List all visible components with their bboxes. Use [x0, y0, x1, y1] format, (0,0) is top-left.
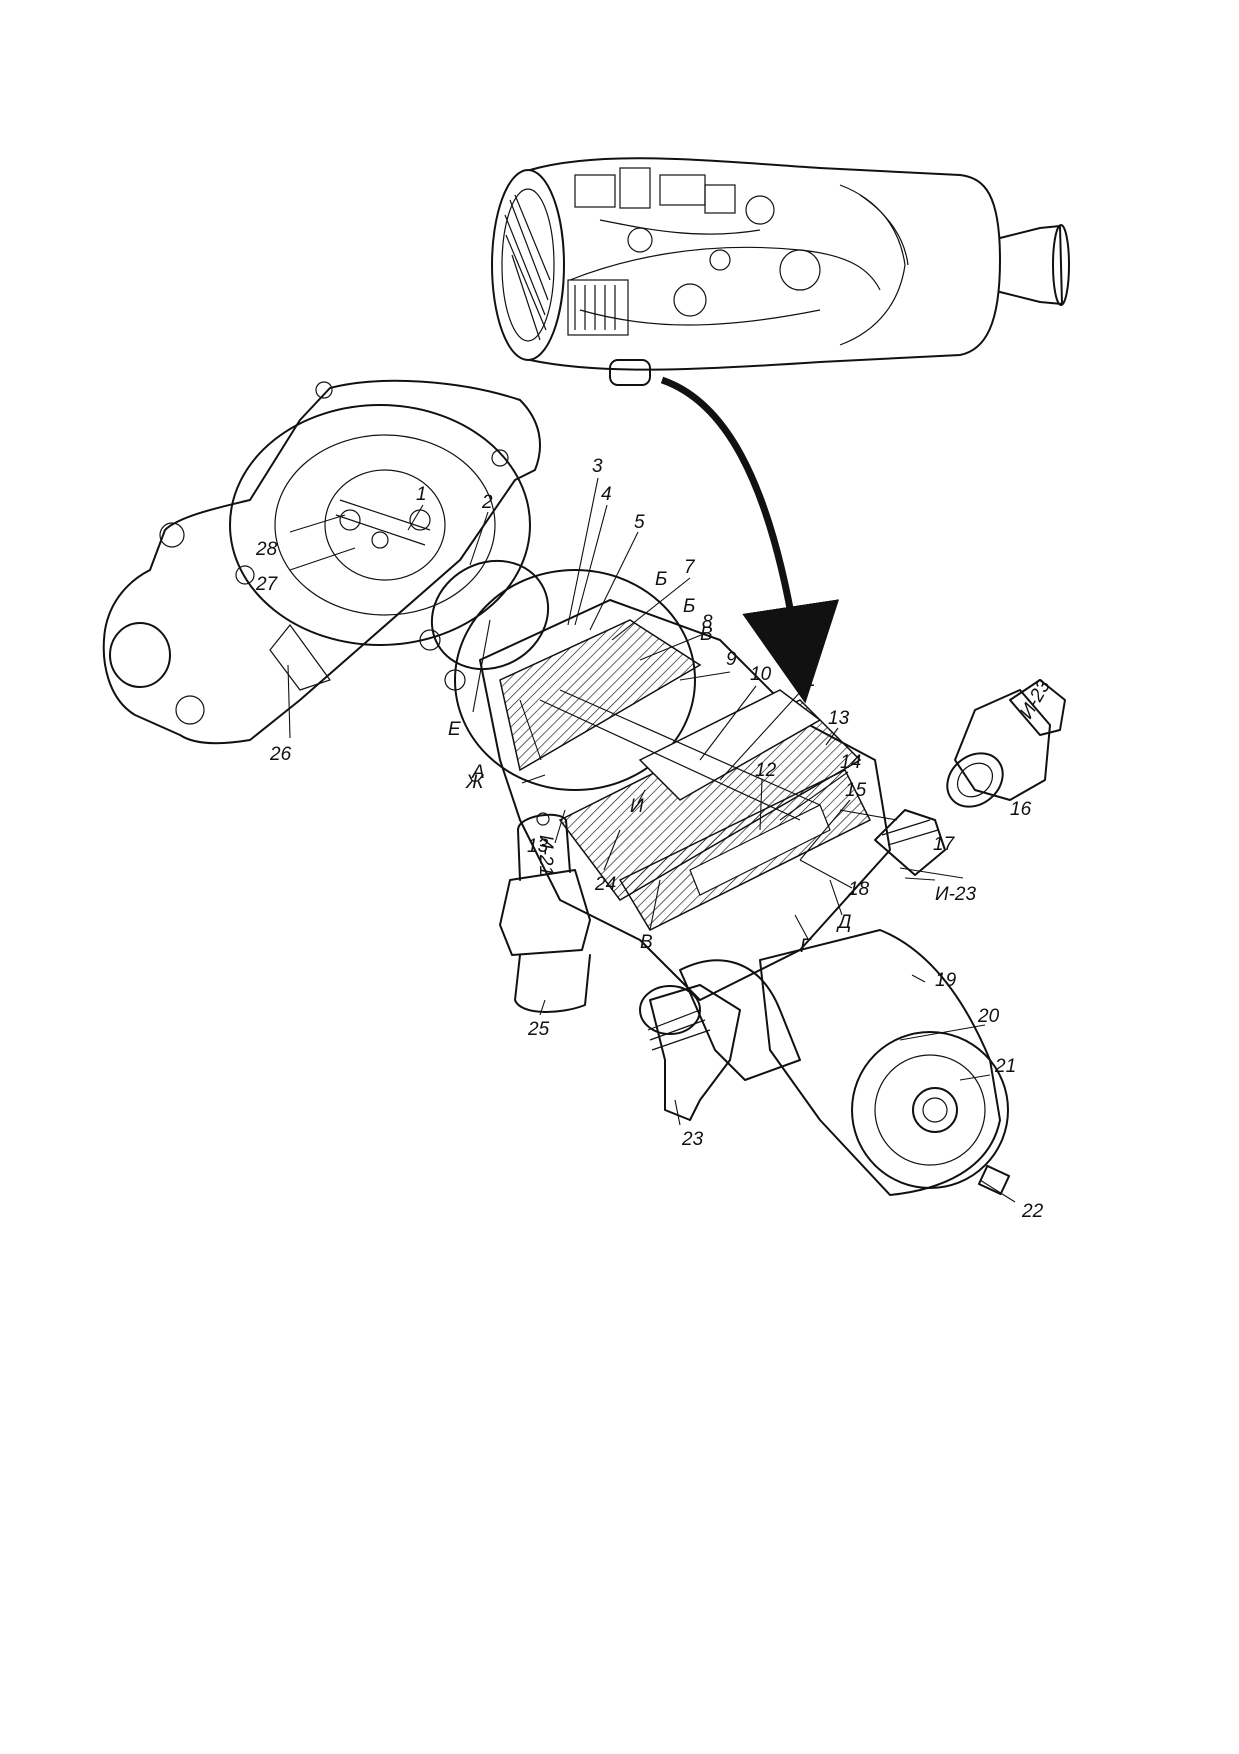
section-I-23: И-23 [935, 884, 976, 905]
section-V-lower: В [640, 932, 653, 953]
callout-12: 12 [755, 760, 777, 781]
callout-7: 7 [684, 557, 696, 578]
callout-2: 2 [481, 492, 493, 513]
callout-4: 4 [601, 484, 612, 505]
callout-3: 3 [592, 456, 603, 477]
seal-ring [430, 559, 550, 671]
plug-16: И-23 [946, 676, 1066, 808]
section-D: Д [836, 912, 851, 933]
callout-5: 5 [634, 512, 645, 533]
callout-13-left: 13 [527, 836, 549, 857]
section-B-lower: Б [683, 596, 695, 617]
callout-24: 24 [594, 874, 616, 895]
callout-27: 27 [255, 574, 279, 595]
leader-lines [287, 477, 1016, 1203]
callout-21: 21 [994, 1056, 1016, 1077]
section-E: Е [448, 719, 461, 740]
filter-cutaway [479, 599, 891, 1001]
callout-26: 26 [269, 744, 292, 765]
callout-18: 18 [848, 879, 870, 900]
callout-25: 25 [527, 1019, 550, 1040]
callout-17: 17 [933, 834, 956, 855]
pointer-arrow [660, 376, 840, 704]
callout-16: 16 [1010, 799, 1032, 820]
gearbox-housing [102, 379, 541, 745]
callout-13-right: 13 [828, 708, 850, 729]
callout-28: 28 [255, 539, 278, 560]
plug-25-marking: И-21 [535, 835, 556, 876]
callout-8: 8 [702, 612, 713, 633]
callout-23: 23 [681, 1129, 704, 1150]
filter-can [639, 809, 1011, 1196]
callout-14: 14 [840, 752, 861, 773]
section-labels: А Б Б В В Г Д Е Ж И И-23 [448, 569, 976, 957]
plug-16-marking: И-23 [1016, 676, 1055, 722]
section-B-upper: Б [655, 569, 667, 590]
callout-1: 1 [416, 484, 427, 505]
callout-10: 10 [750, 664, 772, 685]
section-Zh: Ж [465, 772, 485, 793]
callout-9: 9 [726, 649, 737, 670]
callout-15: 15 [845, 780, 867, 801]
section-A: А [471, 762, 485, 783]
engine-overview [491, 157, 1070, 386]
section-I: И [630, 796, 644, 817]
callout-11: 11 [796, 670, 816, 691]
section-V-upper: В [700, 624, 713, 645]
flange-ring [454, 569, 696, 791]
plug-25: И-21 [499, 812, 591, 1013]
callout-20: 20 [977, 1006, 1000, 1027]
callout-19: 19 [935, 970, 957, 991]
callout-labels: 1 2 3 4 5 7 8 9 10 11 12 13 13 14 15 16 … [255, 456, 1044, 1222]
callout-22: 22 [1021, 1201, 1044, 1222]
section-G: Г [800, 936, 812, 957]
